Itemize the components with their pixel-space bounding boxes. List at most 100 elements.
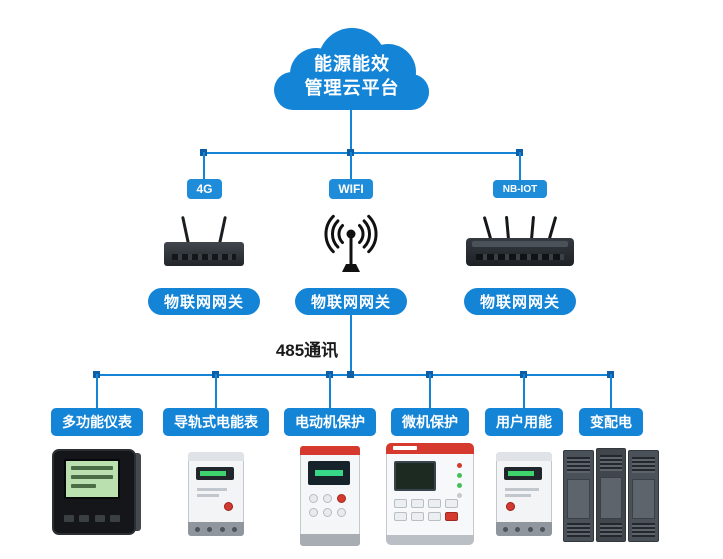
- meter-label-line: [505, 488, 539, 491]
- device-keypad: [394, 499, 468, 521]
- terminal-screw: [195, 526, 201, 532]
- connector-drop-4g: [203, 152, 205, 180]
- connector-drop-endpoint-1: [96, 374, 98, 408]
- cabinet-door: [567, 479, 590, 519]
- din-rail-meter-image: [188, 452, 244, 536]
- power-distribution-cabinet-image: [563, 448, 660, 542]
- 4g-router-icon: [162, 214, 246, 280]
- meter-display: [196, 467, 234, 480]
- cloud-title-line1: 能源能效: [314, 54, 390, 74]
- cabinet: [628, 450, 660, 542]
- connector-drop-wifi: [350, 152, 352, 180]
- endpoint-button-power-distribution: 变配电: [579, 408, 643, 436]
- device-digits: [315, 470, 343, 476]
- bus-485-label: 485通讯: [275, 341, 339, 360]
- terminal-screw: [515, 526, 521, 532]
- meter-digits: [200, 471, 226, 476]
- cloud-platform-node: 能源能效 管理云平台: [260, 22, 444, 124]
- meter-label-line: [197, 494, 219, 497]
- meter-red-button: [224, 502, 233, 511]
- router-ports: [476, 254, 564, 260]
- microcomputer-protection-image: [386, 443, 474, 545]
- badge-4g: 4G: [187, 179, 222, 199]
- device-buttons: [309, 494, 353, 517]
- indicator-leds: [457, 463, 462, 498]
- lcd-row: [71, 466, 113, 470]
- router-antenna: [547, 216, 558, 240]
- led-red: [457, 463, 462, 468]
- gateway-button-nbiot: 物联网网关: [464, 288, 576, 315]
- meter-digits: [508, 471, 534, 476]
- device-key: [394, 499, 407, 508]
- led-green: [457, 473, 462, 478]
- meter-red-button: [506, 502, 515, 511]
- gateway-button-4g: 物联网网关: [148, 288, 260, 315]
- endpoint-button-user-energy: 用户用能: [485, 408, 563, 436]
- cabinet-vent: [567, 523, 590, 537]
- device-key: [394, 512, 407, 521]
- cabinet-vent: [567, 457, 590, 473]
- device-key: [428, 512, 441, 521]
- device-key: [445, 499, 458, 508]
- cloud-icon: [260, 22, 444, 124]
- connector-gateway-to-bus: [350, 315, 352, 375]
- terminal-screw: [503, 526, 509, 532]
- brand-logo-shape: [393, 446, 417, 450]
- meter-key: [109, 515, 120, 522]
- badge-wifi: WIFI: [329, 179, 373, 199]
- router-ports: [172, 254, 236, 260]
- meter-top-cover: [188, 452, 244, 461]
- lcd-row: [71, 475, 113, 479]
- terminal-screw: [219, 526, 225, 532]
- user-energy-meter-image: [496, 452, 552, 536]
- connector-cloud-drop: [350, 110, 352, 153]
- device-key: [309, 508, 318, 517]
- cabinet-door: [632, 479, 656, 519]
- terminal-screw: [231, 526, 237, 532]
- router-antenna: [529, 215, 536, 241]
- endpoint-button-din-rail-meter: 导轨式电能表: [163, 408, 269, 436]
- badge-nbiot: NB-IOT: [493, 180, 547, 198]
- router-antenna: [218, 215, 227, 245]
- connector-drop-endpoint-3: [329, 374, 331, 408]
- cloud-title-line2: 管理云平台: [304, 78, 400, 98]
- connector-top-bus: [204, 152, 521, 154]
- connector-drop-endpoint-6: [610, 374, 612, 408]
- terminal-screw: [539, 526, 545, 532]
- router-top-face: [472, 241, 568, 247]
- device-key: [411, 499, 424, 508]
- meter-display: [504, 467, 542, 480]
- cabinet: [595, 448, 627, 542]
- router-antenna: [181, 215, 190, 245]
- device-terminal-strip: [300, 534, 360, 546]
- connector-drop-endpoint-4: [429, 374, 431, 408]
- device-display: [308, 461, 350, 485]
- meter-label-line: [505, 494, 531, 497]
- led-green: [457, 483, 462, 488]
- terminal-screw: [527, 526, 533, 532]
- device-lcd: [394, 461, 436, 491]
- led-off: [457, 493, 462, 498]
- connector-drop-endpoint-5: [523, 374, 525, 408]
- meter-terminal-block: [496, 522, 552, 536]
- meter-label-line: [197, 488, 227, 491]
- meter-top-cover: [496, 452, 552, 461]
- meter-key: [94, 515, 105, 522]
- device-key-red: [445, 512, 458, 521]
- meter-key: [79, 515, 90, 522]
- wifi-antenna-icon: [322, 212, 380, 276]
- cabinet-vent: [599, 523, 623, 537]
- gateway-button-wifi: 物联网网关: [295, 288, 407, 315]
- meter-buttons: [64, 515, 120, 536]
- endpoint-button-multifunction-meter: 多功能仪表: [51, 408, 143, 436]
- device-key: [428, 499, 441, 508]
- device-terminal-strip: [386, 535, 474, 545]
- cabinet-vent: [632, 457, 656, 473]
- meter-lcd-screen: [64, 459, 120, 499]
- router-antenna: [482, 216, 493, 240]
- junction-dot: [347, 371, 354, 378]
- cabinet-vent: [599, 455, 623, 471]
- brand-stripe: [300, 446, 360, 455]
- nbiot-router-icon: [462, 215, 578, 280]
- connector-bottom-bus: [96, 374, 613, 376]
